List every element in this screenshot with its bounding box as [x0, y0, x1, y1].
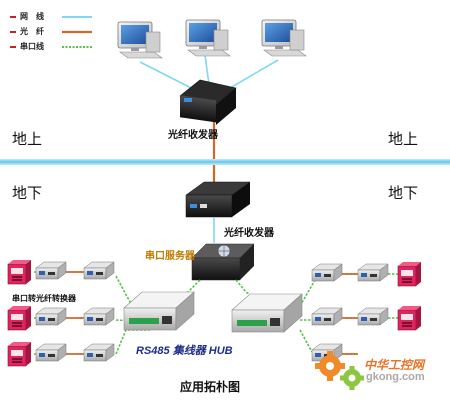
computer-left	[117, 21, 163, 59]
watermark-name: 中华工控网	[364, 358, 425, 372]
terminal-right-1	[397, 261, 422, 287]
converter-right-2a	[311, 307, 343, 326]
converter-right-2b	[357, 307, 389, 326]
converter-right-1b	[357, 263, 389, 282]
serial-server	[191, 243, 255, 281]
fiber-transceiver-top-label: 光纤收发器	[168, 130, 218, 141]
converter-left-2a	[35, 307, 67, 326]
converter-left-1b	[83, 261, 115, 280]
serial-server-label: 串口服务器	[145, 251, 195, 262]
rs485-hub-label: RS485 集线器 HUB	[136, 345, 233, 357]
fiber-transceiver-top	[179, 79, 237, 125]
rs485-hub-right	[231, 293, 303, 333]
fiber-transceiver-bottom-label: 光纤收发器	[224, 228, 274, 239]
converter-left-3b	[83, 343, 115, 362]
zone-below-right: 地下	[388, 185, 419, 202]
watermark-gear-icon	[315, 351, 364, 390]
zone-above-right: 地上	[388, 131, 419, 148]
diagram-caption: 应用拓朴图	[180, 380, 241, 394]
legend-serial-label: 串口线	[20, 42, 44, 51]
terminal-left-1	[7, 259, 32, 285]
converter-left-1a	[35, 261, 67, 280]
converter-right-1a	[311, 263, 343, 282]
converter-left-3a	[35, 343, 67, 362]
terminal-left-2	[7, 305, 32, 331]
watermark-url: gkong.com	[366, 371, 425, 383]
legend	[10, 16, 92, 48]
terminal-right-2	[397, 305, 422, 331]
ground-line	[0, 159, 450, 165]
rs485-hub-left	[123, 291, 195, 331]
converter-left-2b	[83, 307, 115, 326]
zone-above-left: 地上	[12, 131, 43, 148]
terminal-left-3	[7, 341, 32, 367]
computer-center	[185, 19, 231, 57]
computer-right	[261, 19, 307, 57]
fiber-transceiver-bottom	[185, 181, 251, 218]
serial-fiber-converter-label: 串口转光纤转换器	[12, 294, 76, 303]
zone-below-left: 地下	[12, 185, 43, 202]
legend-network-label: 网 线	[20, 12, 44, 21]
legend-fiber-label: 光 纤	[20, 27, 44, 36]
